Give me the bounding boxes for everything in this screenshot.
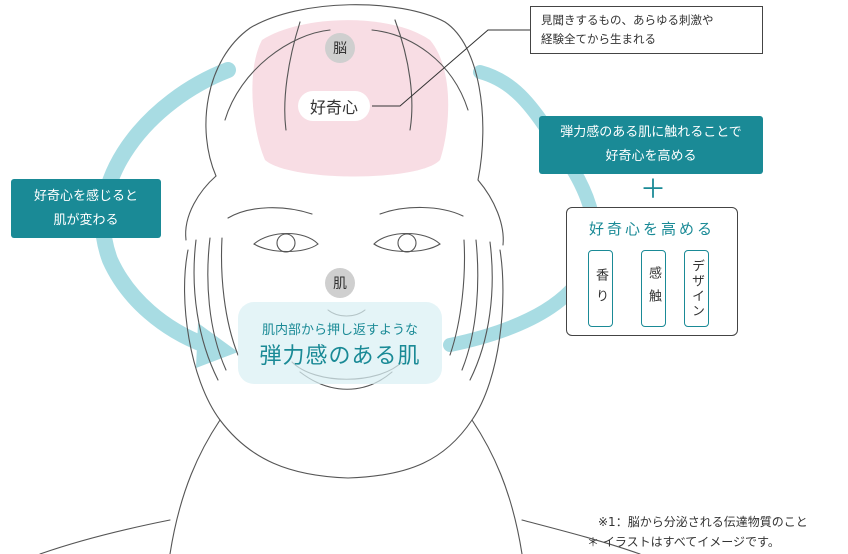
plus-icon: ＋ [640, 175, 667, 205]
curiosity-label: 好奇心 [298, 91, 370, 121]
brain-label: 脳 [325, 33, 355, 63]
footnote-illustration: ＊ イラストはすべてイメージです。 [587, 535, 780, 549]
note-line-1: 見聞きするもの、あらゆる刺激や [541, 13, 714, 27]
face-lines [39, 4, 641, 554]
skin-label: 肌 [325, 268, 355, 298]
tag-scent: 香り [588, 250, 613, 327]
raise-curiosity-box: 好奇心を高める 香り 感触 デザイン [566, 207, 738, 336]
left-cycle-arrow [94, 62, 236, 353]
curiosity-changes-skin-callout: 好奇心を感じると 肌が変わる [11, 179, 161, 238]
tag-texture: 感触 [641, 250, 666, 327]
note-leader-line [372, 29, 532, 107]
curiosity-origin-note: 見聞きするもの、あらゆる刺激や 経験全てから生まれる [530, 6, 763, 54]
elastic-skin-subtitle: 肌内部から押し返すような [261, 323, 418, 338]
footnote-neurotransmitter: ※1：脳から分泌される伝達物質のこと [598, 515, 808, 529]
tag-design: デザイン [684, 250, 709, 327]
left-callout-line-2: 肌が変わる [53, 212, 119, 228]
right-cycle-arrow [443, 65, 602, 352]
left-callout-line-1: 好奇心を感じると [33, 188, 138, 204]
elastic-skin-title: 弾力感のある肌 [259, 344, 421, 369]
raise-curiosity-title: 好奇心を高める [588, 220, 715, 238]
touch-raises-curiosity-callout: 弾力感のある肌に触れることで 好奇心を高める [539, 116, 763, 174]
right-callout-line-2: 好奇心を高める [605, 149, 697, 164]
right-callout-line-1: 弾力感のある肌に触れることで [560, 125, 742, 140]
note-line-2: 経験全てから生まれる [541, 32, 656, 46]
elastic-skin-box: 肌内部から押し返すような 弾力感のある肌 [238, 302, 442, 384]
